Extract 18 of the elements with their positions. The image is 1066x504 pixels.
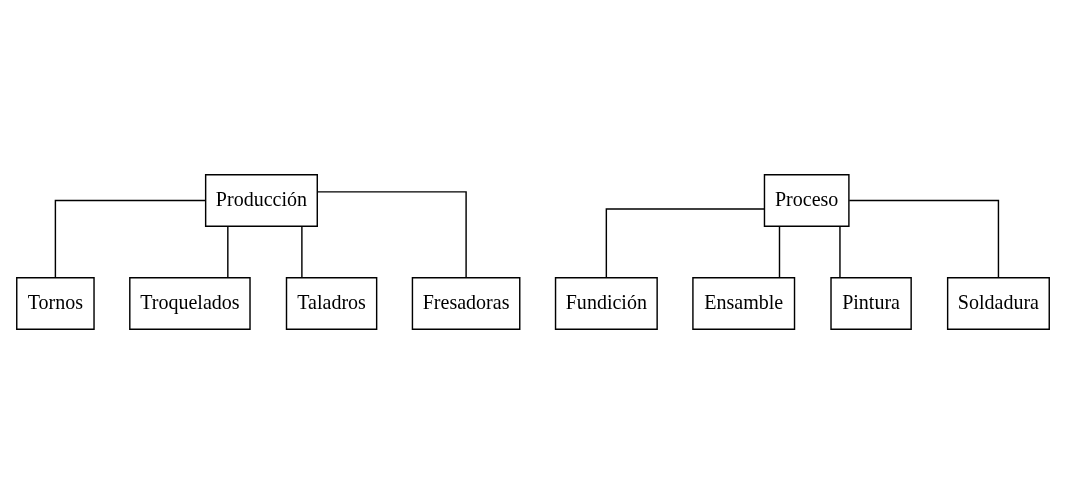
node-box: Fresadoras <box>411 277 521 330</box>
node-box: Tornos <box>16 277 95 330</box>
connector <box>778 225 781 278</box>
node-box: Troquelados <box>129 277 251 330</box>
node-box: Producción <box>204 174 318 227</box>
connector <box>54 199 206 279</box>
node-box: Pintura <box>830 277 912 330</box>
connector <box>316 191 467 279</box>
node-box: Soldadura <box>946 277 1050 330</box>
connector <box>301 225 303 278</box>
node-box: Ensamble <box>692 277 796 330</box>
connector <box>848 199 1000 279</box>
node-box: Taladros <box>285 277 378 330</box>
connector <box>227 225 229 278</box>
node-box: Fundición <box>554 277 658 330</box>
connector <box>839 225 841 278</box>
node-box: Proceso <box>763 174 850 227</box>
connector <box>605 208 765 279</box>
